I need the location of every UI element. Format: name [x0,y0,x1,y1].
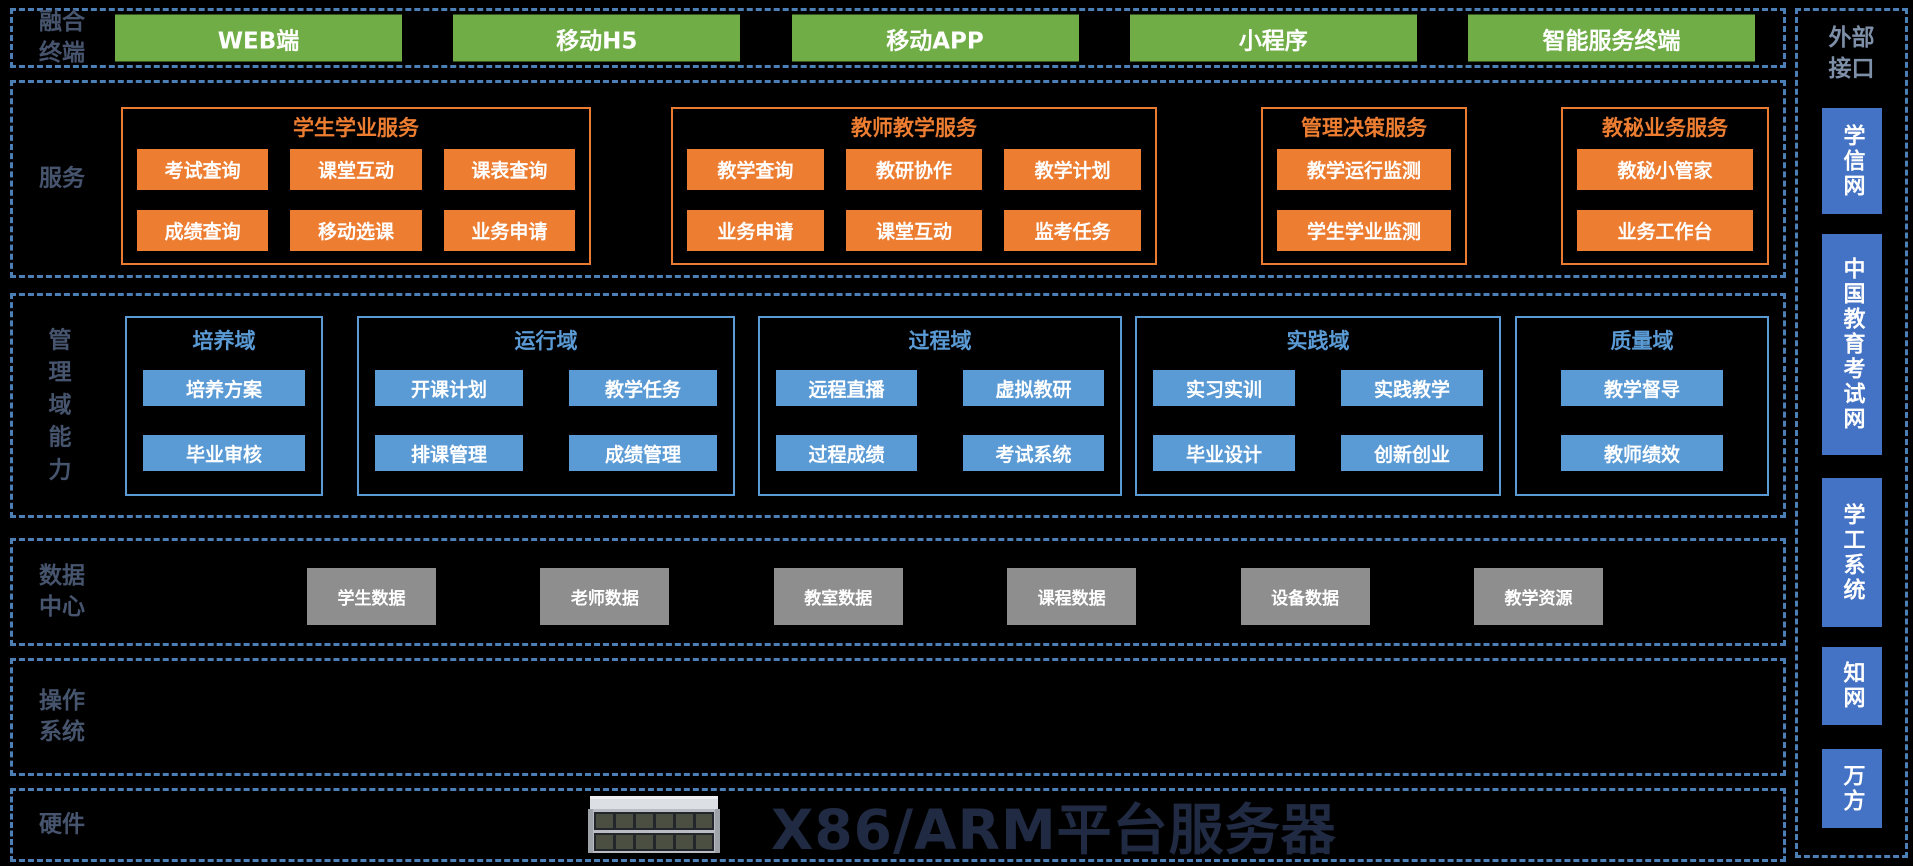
service-item: 教学运行监测 [1277,149,1451,190]
domain-group-title: 过程域 [908,329,972,353]
terminal-buttons: WEB端 移动H5 移动APP 小程序 智能服务终端 [115,14,1755,62]
row-label-data-center: 数据中心 [39,562,85,620]
row-label-terminal: 融合终端 [39,8,85,66]
service-group-secretary: 教秘业务服务 教秘小管家 业务工作台 [1561,107,1769,265]
service-group-teacher: 教师教学服务 教学查询 教研协作 教学计划 业务申请 课堂互动 监考任务 [671,107,1157,265]
data-item: 设备数据 [1240,568,1370,625]
domain-group-quality: 质量域 教学督导 教师绩效 [1515,316,1769,496]
domain-group-cultivation: 培养域 培养方案 毕业审核 [125,316,323,496]
service-layer: 服务 学生学业服务 考试查询 课堂互动 课表查询 成绩查询 移动选课 业务申请 … [10,80,1786,278]
domain-item: 教学任务 [569,370,717,406]
external-item-cnki: 知网 [1821,647,1882,725]
service-item: 移动选课 [290,210,422,251]
external-item-xuegong: 学工系统 [1821,478,1882,627]
row-label-os: 操作系统 [39,687,85,745]
service-item: 课表查询 [443,149,575,190]
service-item: 业务申请 [687,210,824,251]
domain-item: 考试系统 [963,435,1104,471]
data-item: 教室数据 [773,568,903,625]
row-label-service: 服务 [39,165,85,192]
domain-group-title: 实践域 [1286,329,1350,353]
data-center-layer: 数据中心 学生数据 老师数据 教室数据 课程数据 设备数据 教学资源 [10,538,1786,646]
domain-item: 远程直播 [776,370,917,406]
data-item: 学生数据 [307,568,436,625]
server-icon [586,795,722,861]
service-item: 业务申请 [443,210,575,251]
service-item: 教秘小管家 [1577,149,1753,190]
service-group-management: 管理决策服务 教学运行监测 学生学业监测 [1261,107,1467,265]
service-group-title: 管理决策服务 [1301,116,1427,140]
service-item: 监考任务 [1004,210,1141,251]
terminal-item-smart-terminal: 智能服务终端 [1468,14,1755,62]
domain-item: 教学督导 [1561,370,1723,406]
domain-item: 排课管理 [375,435,523,471]
terminal-item-h5: 移动H5 [453,14,741,62]
terminal-item-app: 移动APP [791,14,1079,62]
service-item: 考试查询 [137,149,269,190]
external-item-xuexin: 学信网 [1821,108,1882,214]
domain-item: 教师绩效 [1561,435,1723,471]
data-item: 教学资源 [1473,568,1603,625]
domain-item: 虚拟教研 [963,370,1104,406]
terminal-item-web: WEB端 [115,14,402,62]
domain-item: 开课计划 [375,370,523,406]
service-group-student: 学生学业服务 考试查询 课堂互动 课表查询 成绩查询 移动选课 业务申请 [121,107,591,265]
domain-item: 实习实训 [1153,370,1295,406]
domain-item: 毕业设计 [1153,435,1295,471]
domain-layer: 管理域能力 培养域 培养方案 毕业审核 运行域 开课计划 教学任务 排课管理 成… [10,293,1786,518]
service-group-title: 教师教学服务 [851,116,977,140]
external-interface-column: 外部接口 学信网 中国教育考试网 学工系统 知网 万方 [1795,8,1908,858]
service-group-title: 学生学业服务 [293,116,419,140]
data-item: 老师数据 [540,568,670,625]
domain-group-title: 运行域 [514,329,578,353]
service-item: 课堂互动 [845,210,983,251]
domain-group-title: 质量域 [1610,329,1674,353]
domain-group-process: 过程域 远程直播 虚拟教研 过程成绩 考试系统 [758,316,1122,496]
terminal-layer: 融合终端 WEB端 移动H5 移动APP 小程序 智能服务终端 [10,8,1786,68]
external-column-label: 外部接口 [1828,25,1875,83]
service-item: 教学计划 [1004,149,1141,190]
hardware-layer: 硬件 X86/ARM平台服务器 [10,788,1786,862]
service-item: 业务工作台 [1577,210,1753,251]
service-group-title: 教秘业务服务 [1602,116,1728,140]
domain-item: 成绩管理 [569,435,717,471]
external-item-wanfang: 万方 [1821,749,1882,828]
service-item: 教学查询 [687,149,824,190]
domain-group-practice: 实践域 实习实训 实践教学 毕业设计 创新创业 [1135,316,1501,496]
row-label-hardware: 硬件 [39,811,85,838]
row-label-domain: 管理域能力 [48,326,72,484]
service-item: 教研协作 [845,149,983,190]
domain-group-title: 培养域 [192,329,256,353]
terminal-item-miniprogram: 小程序 [1129,14,1417,62]
domain-item: 过程成绩 [776,435,917,471]
external-item-neea: 中国教育考试网 [1821,234,1882,455]
service-item: 成绩查询 [137,210,269,251]
service-item: 学生学业监测 [1277,210,1451,251]
domain-item: 毕业审核 [143,435,305,471]
domain-item: 实践教学 [1341,370,1483,406]
service-item: 课堂互动 [290,149,422,190]
domain-item: 创新创业 [1341,435,1483,471]
os-layer: 操作系统 [10,658,1786,776]
hardware-title: X86/ARM平台服务器 [771,798,1337,862]
domain-group-operation: 运行域 开课计划 教学任务 排课管理 成绩管理 [357,316,735,496]
domain-item: 培养方案 [143,370,305,406]
data-item: 课程数据 [1007,568,1137,625]
